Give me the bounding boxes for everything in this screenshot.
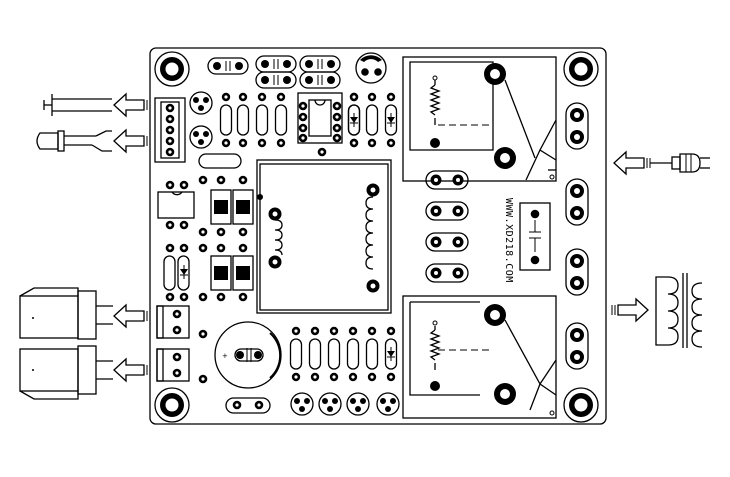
resistor-footprint (327, 326, 341, 382)
pad (165, 220, 175, 230)
mounting-hole (154, 387, 190, 423)
diode-footprint (347, 92, 361, 148)
jumper-footprint (425, 170, 469, 190)
input-arrow-icon (113, 93, 151, 117)
resistor-footprint (163, 243, 176, 302)
resistor-footprint (219, 92, 233, 148)
mounting-hole (563, 387, 599, 423)
pad (198, 227, 208, 237)
input-arrow-icon (613, 151, 651, 175)
module-footprint (256, 159, 392, 314)
pad (179, 180, 189, 190)
ac-power-plug-icon (650, 153, 710, 173)
pad (198, 175, 208, 185)
speaker-terminal (156, 305, 190, 339)
terminal-pad (565, 102, 589, 150)
transistor-footprint (290, 392, 314, 416)
transistor-footprint (318, 392, 342, 416)
pad (198, 329, 208, 339)
capacitor-footprint (299, 71, 341, 89)
transistor-footprint (189, 125, 213, 149)
ic-chip-footprint (297, 92, 343, 144)
transistor-footprint (189, 91, 213, 115)
electrolytic-capacitor-small (355, 52, 387, 84)
resistor-footprint (365, 326, 379, 382)
input-arrow-icon (113, 129, 151, 153)
resistor-footprint (365, 92, 379, 148)
pad (179, 220, 189, 230)
terminal-pad (565, 178, 589, 226)
film-capacitor-footprint (519, 202, 551, 271)
transistor-footprint (376, 392, 400, 416)
terminal-pad (565, 248, 589, 296)
transformer-icon (655, 273, 703, 348)
pad (317, 147, 327, 157)
resistor-footprint (274, 92, 288, 148)
jumper-footprint (425, 232, 469, 252)
pad (165, 180, 175, 190)
input-arrow-icon (113, 304, 151, 328)
jumper-footprint (198, 153, 242, 169)
input-arrow-icon (611, 298, 649, 322)
jumper-footprint (425, 201, 469, 221)
silkscreen-label: WWW.XD218.COM (503, 198, 514, 283)
diode-footprint (384, 326, 398, 382)
electrolytic-capacitor-large: + (214, 321, 282, 389)
pcb-board-outline (149, 47, 607, 425)
speaker-icon (19, 345, 113, 400)
transistor-footprint (346, 392, 370, 416)
jumper-footprint (425, 263, 469, 283)
resistor-footprint (346, 326, 360, 382)
resistor-footprint (308, 326, 322, 382)
capacitor-footprint (255, 55, 297, 73)
resistor-footprint (289, 326, 303, 382)
pad (198, 243, 208, 253)
resistor-footprint (236, 92, 250, 148)
terminal-pad (565, 322, 589, 370)
capacitor-footprint (299, 55, 341, 73)
push-button-icon (43, 94, 112, 116)
ic-chip-footprint (210, 243, 232, 302)
diode-footprint (384, 92, 398, 148)
capacitor-footprint (255, 71, 297, 89)
mounting-hole (563, 51, 599, 87)
mounting-hole (154, 51, 190, 87)
speaker-icon (19, 287, 113, 340)
capacitor-polarity-symbol: + (222, 352, 228, 360)
led-icon (36, 130, 112, 152)
resistor-footprint (255, 92, 269, 148)
ic-chip-footprint (210, 175, 232, 237)
jumper-footprint (225, 397, 271, 414)
capacitor-footprint (157, 191, 195, 219)
pad (198, 292, 208, 302)
diode-footprint (177, 243, 190, 302)
ic-chip-footprint (232, 243, 254, 302)
relay-footprint (402, 56, 557, 182)
pad (198, 374, 208, 384)
relay-footprint (402, 295, 557, 419)
capacitor-footprint (207, 57, 249, 75)
header-connector (154, 97, 186, 163)
input-arrow-icon (113, 358, 151, 382)
ic-chip-footprint (232, 175, 254, 237)
speaker-terminal (156, 348, 190, 382)
